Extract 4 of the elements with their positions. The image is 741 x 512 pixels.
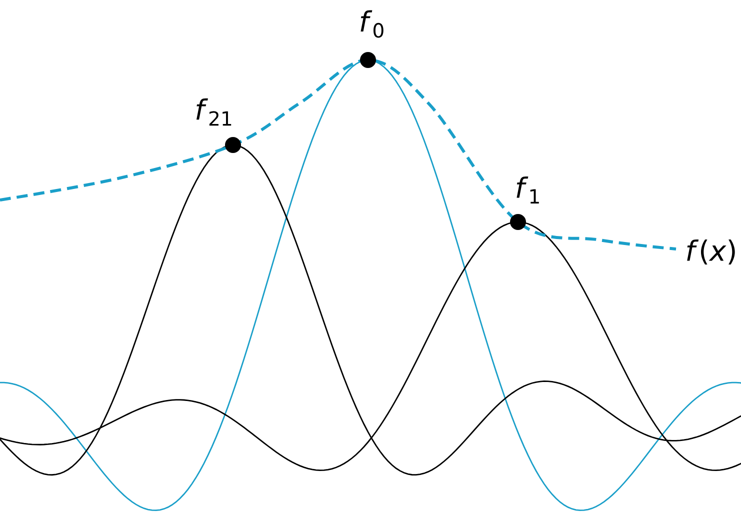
point-label: f$_{21}$ xyxy=(196,98,232,126)
point-label: f(x) xyxy=(687,240,735,264)
point-label: f$_{0}$ xyxy=(360,10,384,38)
point-label: f$_{1}$ xyxy=(516,176,539,204)
